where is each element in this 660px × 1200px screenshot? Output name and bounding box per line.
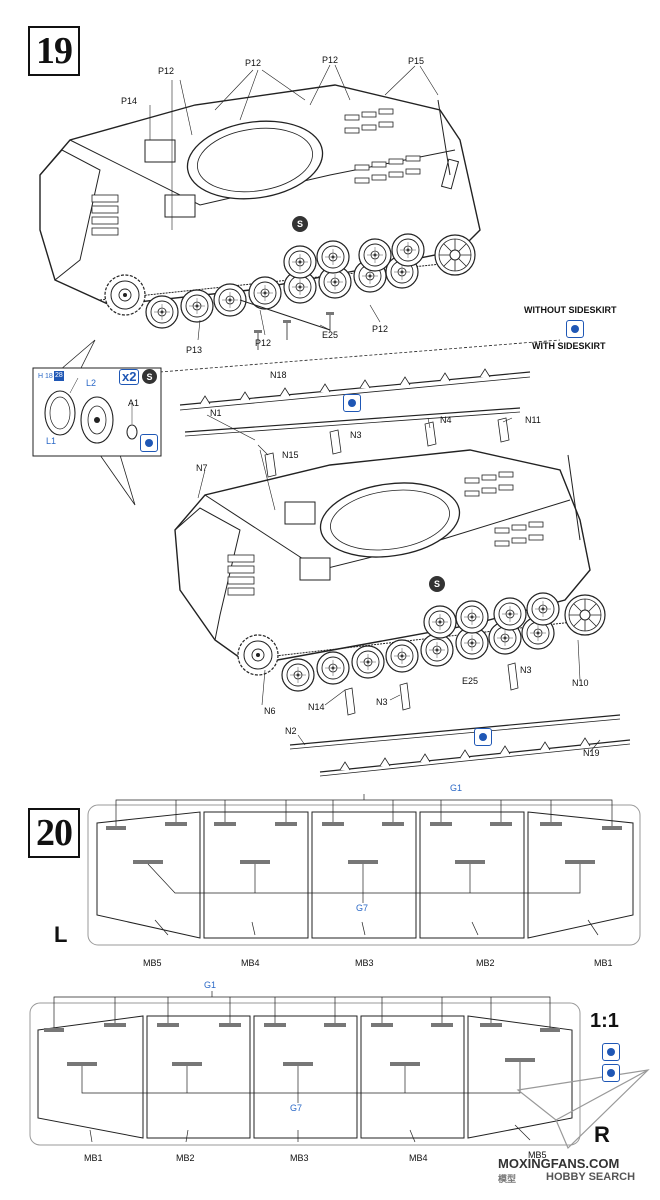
panel-label-mb3: MB3 <box>290 1153 309 1163</box>
part-label-n3: N3 <box>520 665 532 675</box>
part-label-p12: P12 <box>158 66 175 76</box>
inset-label-18: 18 <box>45 373 53 380</box>
part-label-p12: P12 <box>372 324 389 334</box>
watermark-text: MOXINGFANS.COM <box>498 1156 620 1171</box>
part-label-n6: N6 <box>264 706 276 716</box>
panel-label-mb1: MB1 <box>594 958 613 968</box>
sideskirt-left-drawing <box>87 794 641 946</box>
tank-lower-drawing <box>174 368 631 777</box>
part-label-p14: P14 <box>121 96 138 106</box>
part-label-n1: N1 <box>210 408 222 418</box>
part-label-p12: P12 <box>322 55 339 65</box>
part-label-g1: G1 <box>204 980 217 990</box>
sideskirt-right-drawing <box>29 991 581 1146</box>
inset-callout <box>32 339 162 506</box>
panel-label-mb2: MB2 <box>176 1153 195 1163</box>
part-label-n2: N2 <box>285 726 297 736</box>
part-label-e25: E25 <box>322 330 339 340</box>
s-marker-lower: S <box>434 579 441 589</box>
panel-label-mb1: MB1 <box>84 1153 103 1163</box>
s-marker-upper: S <box>297 219 304 229</box>
part-label-n3: N3 <box>350 430 362 440</box>
part-label-p12: P12 <box>245 58 262 68</box>
with-sideskirt-label: WITH SIDESKIRT <box>532 341 606 351</box>
without-sideskirt-label: WITHOUT SIDESKIRT <box>524 305 617 315</box>
glue-icon <box>140 434 158 452</box>
right-side-indicator: R <box>594 1122 610 1147</box>
option-icon <box>474 728 492 746</box>
panel-label-mb5: MB5 <box>528 1150 547 1160</box>
part-label-n15: N15 <box>282 450 299 460</box>
part-label-p15: P15 <box>408 56 425 66</box>
part-label-g7: G7 <box>290 1103 303 1113</box>
part-label-n7: N7 <box>196 463 208 473</box>
part-label-n4: N4 <box>440 415 452 425</box>
glue-icon <box>602 1043 620 1061</box>
panel-label-mb2: MB2 <box>476 958 495 968</box>
part-label-g7: G7 <box>356 903 369 913</box>
part-label-g1: G1 <box>450 783 463 793</box>
s-marker-badge: S <box>142 369 157 384</box>
scale-indicator: 1:1 <box>590 1010 619 1032</box>
inset-label-h: H <box>38 373 44 380</box>
inset-label-l1: L1 <box>46 436 57 446</box>
panel-label-mb3: MB3 <box>355 958 374 968</box>
part-label-n18: N18 <box>270 370 287 380</box>
left-side-indicator: L <box>54 922 68 947</box>
quantity-badge: x2 <box>119 369 140 385</box>
panel-label-mb4: MB4 <box>409 1153 428 1163</box>
step-number-20: 20 <box>28 808 80 858</box>
part-label-p12: P12 <box>255 338 272 348</box>
part-label-n11: N11 <box>525 415 541 425</box>
part-label-e25: E25 <box>462 676 479 686</box>
part-label-n3: N3 <box>376 697 388 707</box>
step-19-label: 19 <box>36 30 73 72</box>
step-20-label: 20 <box>36 812 73 854</box>
inset-label-l2: L2 <box>86 378 97 388</box>
part-label-p13: P13 <box>186 345 203 355</box>
option-icon <box>343 394 361 412</box>
part-label-n19: N19 <box>583 748 600 758</box>
watermark-sub-left: 模型 <box>498 1174 517 1184</box>
paint-icon <box>602 1064 620 1082</box>
part-label-n10: N10 <box>572 678 589 688</box>
step-number-19: 19 <box>28 26 80 76</box>
option-icon <box>566 320 584 338</box>
inset-label-28: 28 <box>54 371 64 381</box>
part-label-n14: N14 <box>308 702 325 712</box>
watermark-sub-right: HOBBY SEARCH <box>546 1171 636 1183</box>
panel-label-mb5: MB5 <box>143 958 162 968</box>
inset-label-a1: A1 <box>128 398 140 408</box>
panel-label-mb4: MB4 <box>241 958 260 968</box>
